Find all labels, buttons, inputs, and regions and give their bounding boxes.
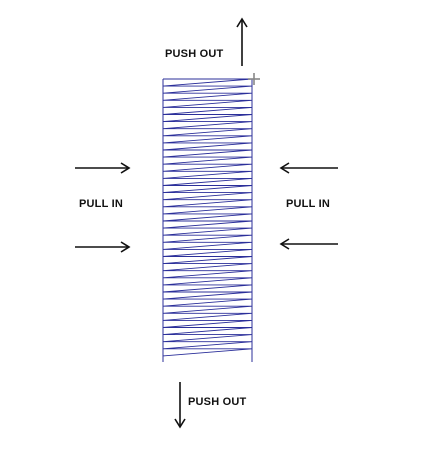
label-push-out-bottom: PUSH OUT: [188, 396, 247, 408]
label-push-out-top: PUSH OUT: [165, 48, 224, 60]
label-pull-in-right: PULL IN: [286, 198, 330, 210]
arrow-bottom: [174, 382, 186, 429]
plus-handle-icon[interactable]: [248, 73, 260, 85]
coil-zigzag: [162, 78, 253, 362]
arrow-left-upper: [75, 162, 131, 174]
arrow-right-lower: [279, 238, 338, 250]
coil-windings: [162, 78, 253, 357]
arrow-right-upper: [279, 162, 338, 174]
arrow-top: [236, 17, 248, 66]
label-pull-in-left: PULL IN: [79, 198, 123, 210]
arrow-left-lower: [75, 241, 131, 253]
